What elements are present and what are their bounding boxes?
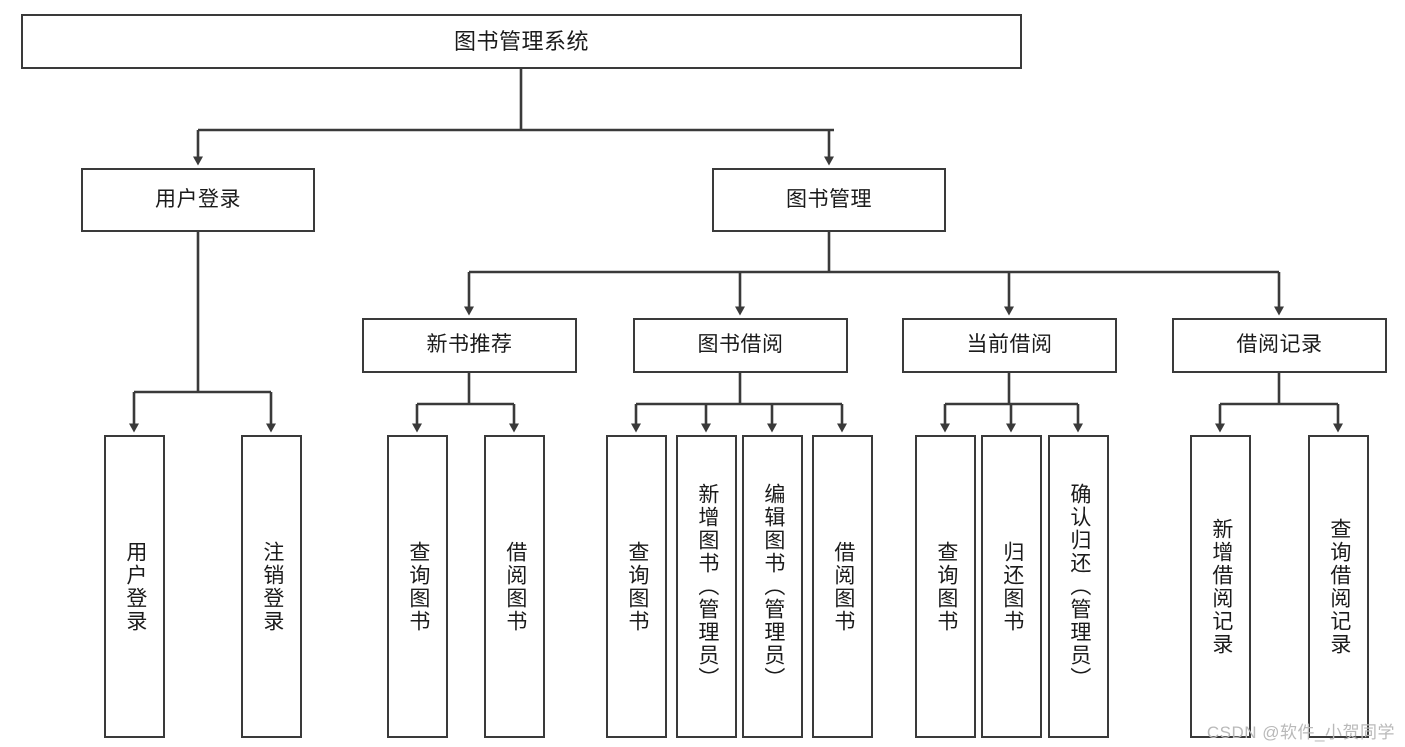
node-leaf-query-book-1-label: 查询图书 bbox=[406, 540, 430, 633]
node-new-book-recommend[interactable]: 新书推荐 bbox=[362, 318, 577, 373]
node-leaf-add-record[interactable]: 新增借阅记录 bbox=[1190, 435, 1251, 738]
node-book-management[interactable]: 图书管理 bbox=[712, 168, 946, 232]
watermark: CSDN @软件_小贺同学 bbox=[1206, 723, 1395, 742]
node-root-label: 图书管理系统 bbox=[453, 28, 589, 54]
node-book-borrow[interactable]: 图书借阅 bbox=[633, 318, 848, 373]
node-leaf-logout-login-label: 注销登录 bbox=[260, 540, 284, 633]
node-leaf-borrow-book-2[interactable]: 借阅图书 bbox=[812, 435, 873, 738]
node-leaf-borrow-book-2-label: 借阅图书 bbox=[831, 540, 855, 633]
node-leaf-confirm-return[interactable]: 确认归还（管理员） bbox=[1048, 435, 1109, 738]
node-leaf-add-record-label: 新增借阅记录 bbox=[1209, 517, 1233, 656]
node-leaf-edit-book-label: 编辑图书（管理员） bbox=[761, 483, 785, 690]
node-current-borrow-label: 当前借阅 bbox=[966, 333, 1053, 357]
node-borrow-record[interactable]: 借阅记录 bbox=[1172, 318, 1387, 373]
node-new-book-recommend-label: 新书推荐 bbox=[426, 333, 513, 357]
node-leaf-add-book[interactable]: 新增图书（管理员） bbox=[676, 435, 737, 738]
node-leaf-logout-login[interactable]: 注销登录 bbox=[241, 435, 302, 738]
node-leaf-query-book-3[interactable]: 查询图书 bbox=[915, 435, 976, 738]
node-book-borrow-label: 图书借阅 bbox=[697, 333, 784, 357]
node-leaf-query-record[interactable]: 查询借阅记录 bbox=[1308, 435, 1369, 738]
node-current-borrow[interactable]: 当前借阅 bbox=[902, 318, 1117, 373]
node-leaf-add-book-label: 新增图书（管理员） bbox=[695, 483, 719, 690]
node-root[interactable]: 图书管理系统 bbox=[21, 14, 1022, 69]
node-leaf-query-record-label: 查询借阅记录 bbox=[1327, 517, 1351, 656]
node-leaf-query-book-2-label: 查询图书 bbox=[625, 540, 649, 633]
node-leaf-edit-book[interactable]: 编辑图书（管理员） bbox=[742, 435, 803, 738]
node-leaf-return-book-label: 归还图书 bbox=[1000, 540, 1024, 633]
node-borrow-record-label: 借阅记录 bbox=[1236, 333, 1323, 357]
node-user-login-label: 用户登录 bbox=[155, 187, 241, 211]
node-leaf-borrow-book-1-label: 借阅图书 bbox=[503, 540, 527, 633]
node-leaf-return-book[interactable]: 归还图书 bbox=[981, 435, 1042, 738]
node-leaf-query-book-3-label: 查询图书 bbox=[934, 540, 958, 633]
node-leaf-confirm-return-label: 确认归还（管理员） bbox=[1067, 483, 1091, 690]
node-leaf-user-login-label: 用户登录 bbox=[123, 540, 147, 633]
node-leaf-borrow-book-1[interactable]: 借阅图书 bbox=[484, 435, 545, 738]
node-leaf-query-book-1[interactable]: 查询图书 bbox=[387, 435, 448, 738]
node-leaf-query-book-2[interactable]: 查询图书 bbox=[606, 435, 667, 738]
node-book-management-label: 图书管理 bbox=[786, 187, 872, 211]
node-leaf-user-login[interactable]: 用户登录 bbox=[104, 435, 165, 738]
node-user-login[interactable]: 用户登录 bbox=[81, 168, 315, 232]
